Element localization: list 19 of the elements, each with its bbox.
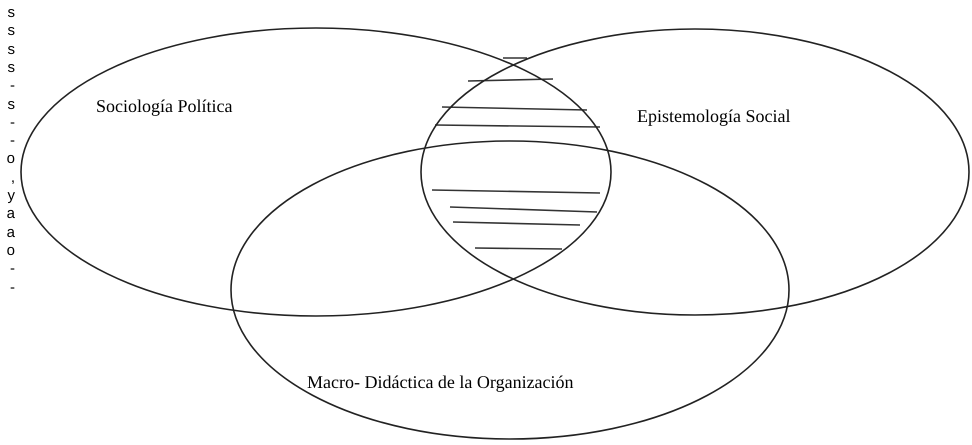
text-fragment: s [8,96,15,112]
text-fragment: - [10,133,15,150]
text-fragment: o [6,151,15,168]
set-label: Sociología Política [96,96,232,117]
text-fragment: s [8,60,15,76]
set-label: Macro- Didáctica de la Organización [307,372,574,393]
text-fragment: s [8,42,15,58]
text-fragment: s [8,23,15,40]
set-label: Epistemología Social [637,106,790,127]
text-fragment: - [10,261,15,278]
text-fragment: - [10,280,15,296]
text-fragment: a [6,206,15,222]
text-fragment: - [10,78,15,94]
text-fragment: - [10,114,15,131]
text-fragment: a [6,224,15,241]
text-fragment: y [8,188,15,204]
text-fragment: s [8,5,15,21]
text-fragment: o [6,242,15,259]
text-fragment: , [10,170,15,186]
